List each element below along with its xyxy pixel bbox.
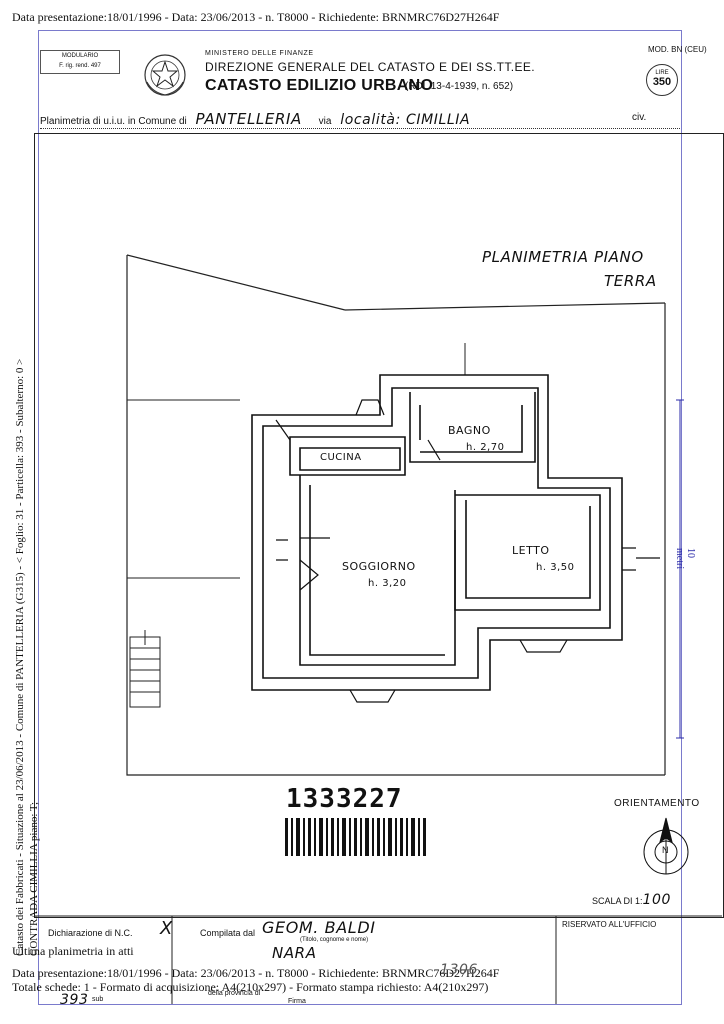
room-bagno-label: BAGNO bbox=[448, 424, 491, 437]
scala-label: SCALA DI 1:100 bbox=[592, 892, 672, 908]
side-info-text-2: CONTRADA CIMILLIA piano: T; bbox=[28, 801, 40, 956]
footer-particella: 393 bbox=[60, 992, 89, 1008]
room-soggiorno-height: h. 3,20 bbox=[368, 578, 407, 589]
compiler-subtitle: (Titolo, cognome e nome) bbox=[300, 937, 369, 943]
room-letto-height: h. 3,50 bbox=[536, 562, 575, 573]
rdl-label: (RDL 13-4-1939, n. 652) bbox=[405, 81, 514, 92]
riservato-label: RISERVATO ALL'UFFICIO bbox=[562, 920, 657, 929]
footer-sub-label: sub bbox=[92, 996, 104, 1003]
footer-info-line-1: Data presentazione:18/01/1996 - Data: 23… bbox=[12, 966, 500, 980]
localita-value: località: CIMILLIA bbox=[340, 112, 471, 128]
dichiarazione-label: Dichiarazione di N.C. bbox=[48, 928, 133, 938]
modulario-box: MODULARIO F. rig. rend. 497 bbox=[40, 50, 120, 74]
room-letto-label: LETTO bbox=[512, 544, 550, 557]
ultima-planimetria: Ultima planimetria in atti bbox=[12, 944, 134, 958]
plan-dotted-line bbox=[40, 128, 680, 129]
comune-value: PANTELLERIA bbox=[195, 110, 302, 128]
right-rule bbox=[681, 30, 682, 1005]
plan-title-line2: TERRA bbox=[604, 272, 657, 290]
orientamento-label: ORIENTAMENTO bbox=[614, 798, 700, 809]
left-rule bbox=[38, 30, 39, 1005]
scale-bar-label: 10 metri bbox=[674, 548, 696, 570]
direction-label: DIREZIONE GENERALE DEL CATASTO E DEI SS.… bbox=[205, 60, 536, 74]
top-rule bbox=[38, 30, 682, 31]
catasto-title: CATASTO EDILIZIO URBANO bbox=[205, 77, 434, 94]
room-bagno-height: h. 2,70 bbox=[466, 442, 505, 453]
mod-label: MOD. BN (CEU) bbox=[648, 45, 707, 54]
footer-info-line-2: Totale schede: 1 - Formato di acquisizio… bbox=[12, 980, 489, 994]
compiler-name: GEOM. BALDI bbox=[262, 918, 376, 937]
civ-label: civ. bbox=[632, 112, 647, 123]
header-info-line: Data presentazione:18/01/1996 - Data: 23… bbox=[12, 10, 500, 24]
room-cucina-label: CUCINA bbox=[320, 452, 362, 463]
barcode-number: 1333227 bbox=[286, 784, 403, 814]
side-info-text: Catasto dei Fabbricati - Situazione al 2… bbox=[14, 358, 26, 956]
plan-prefix: Planimetria di u.i.u. in Comune di bbox=[40, 116, 187, 127]
ministry-label: MINISTERO DELLE FINANZE bbox=[205, 50, 314, 57]
footer-firma: Firma bbox=[288, 998, 306, 1005]
plan-title-line1: PLANIMETRIA PIANO bbox=[482, 248, 644, 266]
dichiarazione-mark: X bbox=[160, 918, 173, 939]
republic-emblem-icon bbox=[144, 54, 186, 96]
room-soggiorno-label: SOGGIORNO bbox=[342, 560, 416, 573]
lire-stamp: LIRE 350 bbox=[646, 64, 678, 96]
bottom-rule bbox=[38, 1004, 682, 1005]
north-label: N bbox=[662, 845, 669, 855]
footer-provincia: della provincia di bbox=[208, 990, 261, 997]
footer-handwritten-number: 1306 bbox=[440, 962, 479, 978]
planimetria-line: Planimetria di u.i.u. in Comune di PANTE… bbox=[40, 110, 676, 128]
compilata-label: Compilata dal bbox=[200, 928, 256, 938]
compiler-name-2: NARA bbox=[272, 944, 317, 962]
via-label: via bbox=[318, 116, 332, 127]
